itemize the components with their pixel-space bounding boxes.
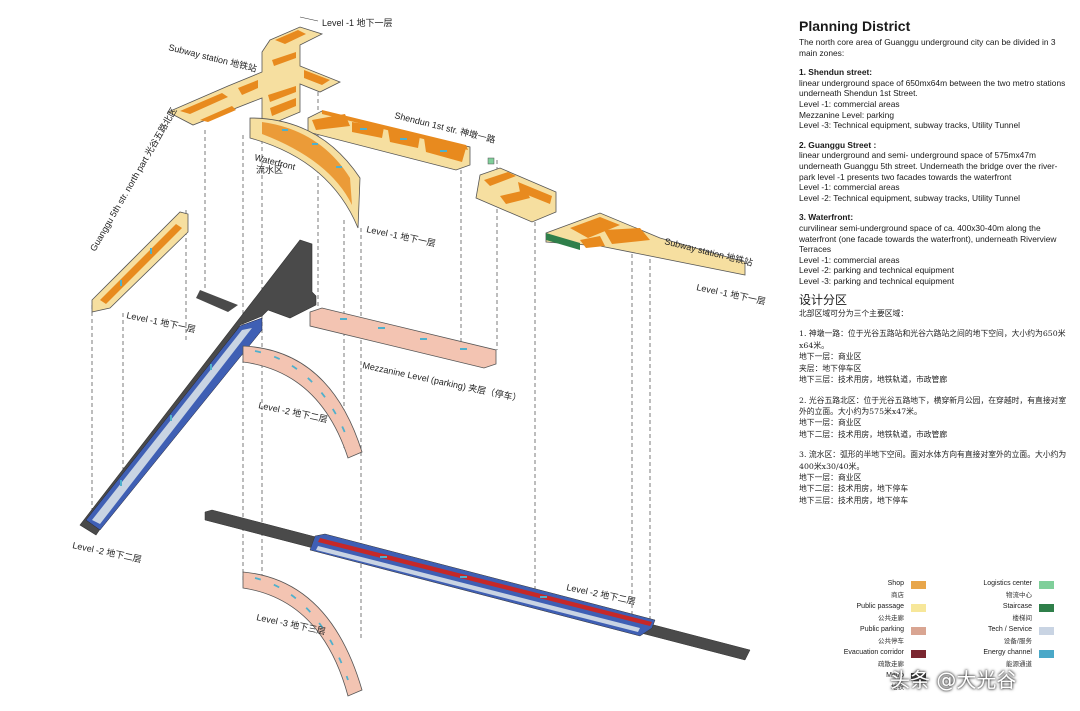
legend-swatch — [911, 650, 926, 658]
shop-blocks — [180, 30, 330, 122]
mezzanine-parking — [309, 307, 497, 369]
legend-item: Evacuation corridor 疏散走廊 — [820, 647, 938, 669]
legend-swatch — [911, 581, 926, 589]
cn-zone3: 3. 流水区：弧形的半地下空间。面对水体方向有直接对室外的立面。大小约为400米… — [799, 450, 1067, 505]
label-subway-station-left: Subway station 地铁站 — [168, 41, 259, 74]
label-level1-top: Level -1 地下一层 — [322, 17, 393, 28]
legend-label-cn: 商店 — [891, 591, 904, 599]
legend-label: Staircase — [1002, 603, 1032, 610]
zone3-body: curvilinear semi-underground space of ca… — [799, 222, 1057, 286]
legend-swatch — [1039, 581, 1054, 589]
level-2-plan — [79, 239, 497, 536]
waterfront-arc-l2 — [242, 345, 363, 459]
label-level1-waterfront: Level -1 地下一层 — [366, 223, 437, 248]
legend-label: Evacuation corridor — [843, 649, 904, 656]
label-waterfront-cn: 流水区 — [256, 164, 283, 175]
legend-label: Logistics center — [983, 580, 1032, 587]
label-level1-right: Level -1 地下一层 — [696, 281, 767, 306]
legend-item: Public parking 公共停车 — [820, 624, 938, 646]
legend-swatch — [1039, 650, 1054, 658]
legend-label: Tech / Service — [988, 626, 1032, 633]
legend-label-cn: 物流中心 — [1006, 591, 1032, 599]
panel-title: Planning District — [799, 18, 911, 34]
cn-title: 设计分区 — [799, 293, 848, 308]
legend: Shop 商店 Logistics center 物流中心 Public passage… — [820, 578, 1070, 698]
lower-levels — [204, 509, 751, 697]
legend-swatch — [1039, 627, 1054, 635]
legend-item: Staircase 楼梯间 — [948, 601, 1066, 623]
legend-label-cn: 能源通道 — [1006, 660, 1032, 668]
legend-item: Energy channel 能源通道 — [948, 647, 1066, 669]
legend-label: Public parking — [860, 626, 904, 633]
legend-swatch — [911, 673, 926, 681]
legend-item: Logistics center 物流中心 — [948, 578, 1066, 600]
cn-zone2: 2. 光谷五路北区：位于光谷五路地下，横穿新月公园，在穿越时，有直接对室外的立面… — [799, 395, 1067, 439]
legend-label-cn: 公共走廊 — [878, 614, 904, 622]
legend-item: Public passage 公共走廊 — [820, 601, 938, 623]
legend-label-cn: 地铁 — [891, 683, 904, 691]
legend-label: Public passage — [856, 603, 904, 610]
axonometric-diagram: Level -1 地下一层 Subway station 地铁站 Shendun… — [72, 16, 767, 697]
waterfront-arc-l1 — [249, 117, 361, 229]
level-1-plan — [91, 26, 746, 313]
legend-label-cn: 疏散走廊 — [878, 660, 904, 668]
cn-zone1: 1. 神墩一路：位于光谷五路站和光谷六路站之间的地下空间，大小约为650米x64… — [799, 329, 1066, 385]
legend-label: Energy channel — [983, 649, 1032, 656]
cn-intro: 北部区域可分为三个主要区域： — [799, 309, 909, 319]
waterfront-arc-l3 — [242, 571, 363, 697]
legend-label: Shop — [887, 580, 904, 587]
watermark: 头条 @大光谷 — [890, 668, 1017, 692]
zone1-body: linear underground space of 650mx64m bet… — [799, 77, 1066, 131]
legend-label-cn: 设备/服务 — [1003, 637, 1032, 645]
planning-district-panel: Planning District The north core area of… — [799, 18, 1069, 515]
zone2-body: linear underground and semi- underground… — [799, 150, 1058, 203]
label-level2-left: Level -2 地下二层 — [72, 539, 143, 564]
panel-intro: The north core area of Guanggu undergrou… — [799, 37, 1056, 58]
zone1-title: 1. Shendun street: — [799, 67, 873, 78]
diagram-labels: Level -1 地下一层 Subway station 地铁站 Shendun… — [72, 16, 767, 637]
legend-item: Tech / Service 设备/服务 — [948, 624, 1066, 646]
legend-label: Metro — [886, 672, 904, 679]
legend-label-cn: 楼梯间 — [1012, 614, 1033, 622]
label-mezzanine: Mezzanine Level (parking) 夹层（停车） — [362, 359, 523, 403]
legend-item: Shop 商店 — [820, 578, 938, 600]
zone3-title: 3. Waterfront: — [799, 212, 854, 223]
zone2-title: 2. Guanggu Street : — [799, 139, 877, 150]
legend-label-cn: 公共停车 — [878, 637, 904, 645]
label-level1-left: Level -1 地下一层 — [126, 309, 197, 334]
legend-swatch — [911, 627, 926, 635]
legend-swatch — [1039, 604, 1054, 612]
legend-item: Metro 地铁 — [820, 670, 938, 692]
legend-swatch — [911, 604, 926, 612]
label-level2-arc: Level -2 地下二层 — [258, 399, 329, 424]
